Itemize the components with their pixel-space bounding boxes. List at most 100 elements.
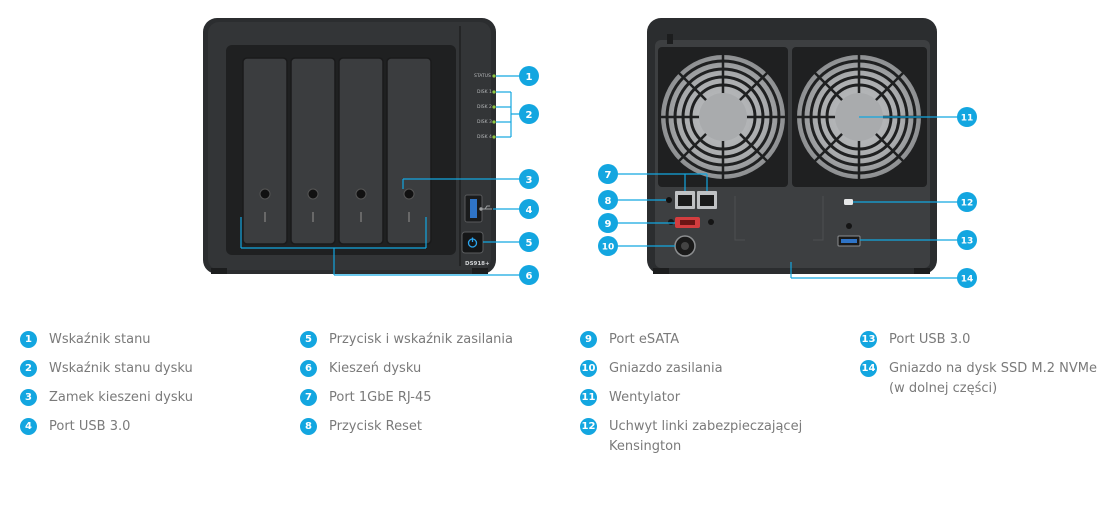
legend-text: Kieszeń dysku: [329, 361, 422, 376]
callout-9: [598, 213, 618, 233]
rear-usb-port[interactable]: [837, 235, 861, 247]
fan-left: [658, 47, 788, 187]
svg-text:3: 3: [526, 175, 533, 186]
legend-number: 1: [20, 331, 37, 348]
svg-text:10: 10: [602, 243, 615, 253]
callout-1: [519, 66, 539, 86]
callout-11: [957, 107, 977, 127]
legend-text: Port USB 3.0: [49, 419, 131, 434]
callout-7: [598, 164, 618, 184]
drive-tray[interactable]: [290, 57, 336, 245]
legend-text: Zamek kieszeni dysku: [49, 390, 193, 405]
svg-text:4: 4: [526, 205, 533, 216]
legend-item: 14 Gniazdo na dysk SSD M.2 NVMe (w dolnej…: [860, 359, 1105, 409]
lan-port-1[interactable]: [675, 191, 695, 209]
back-unit: [647, 18, 937, 274]
legend-text: Gniazdo zasilania: [609, 361, 723, 376]
reset-button[interactable]: [666, 197, 672, 203]
legend-column: 13 Port USB 3.0 14 Gniazdo na dysk SSD M.2…: [860, 330, 1105, 409]
legend-number: 3: [20, 389, 37, 406]
legend-number: 7: [300, 389, 317, 406]
legend-item: 4 Port USB 3.0: [20, 417, 270, 446]
legend-text: Przycisk i wskaźnik zasilania: [329, 332, 513, 347]
legend-text: Wskaźnik stanu dysku: [49, 361, 193, 376]
svg-text:6: 6: [526, 271, 533, 282]
power-button[interactable]: [461, 231, 484, 254]
legend-text: Port USB 3.0: [889, 332, 971, 347]
lan-port-2[interactable]: [697, 191, 717, 209]
legend-column: 5 Przycisk i wskaźnik zasilania 6 Kieszeń …: [300, 330, 550, 446]
svg-text:13: 13: [961, 237, 974, 247]
legend-item: 1 Wskaźnik stanu: [20, 330, 270, 359]
svg-text:8: 8: [605, 196, 612, 207]
led-label-disk3: DISK 3: [477, 119, 492, 125]
legend-text: Port 1GbE RJ-45: [329, 390, 432, 405]
led-label-disk2: DISK 2: [477, 104, 492, 110]
legend-number: 4: [20, 418, 37, 435]
callout-5: [519, 232, 539, 252]
tray-lock-icon[interactable]: [307, 188, 319, 200]
legend-number: 9: [580, 331, 597, 348]
callout-14: [957, 268, 977, 288]
callout-6: [519, 265, 539, 285]
front-unit: STATUS DISK 1 DISK 2 DISK 3 DISK 4: [203, 18, 496, 274]
legend-text: Port eSATA: [609, 332, 680, 347]
legend-number: 2: [20, 360, 37, 377]
status-led: [492, 74, 496, 78]
legend-number: 13: [860, 331, 877, 348]
disk4-led: [492, 135, 496, 139]
legend-number: 6: [300, 360, 317, 377]
power-socket[interactable]: [674, 235, 696, 257]
legend-item: 10 Gniazdo zasilania: [580, 359, 830, 388]
legend-item: 2 Wskaźnik stanu dysku: [20, 359, 270, 388]
back-callouts: 7 8 9 10 11 12 13 14: [598, 107, 977, 288]
svg-text:12: 12: [961, 199, 974, 209]
callout-12: [957, 192, 977, 212]
legend-number: 8: [300, 418, 317, 435]
svg-text:5: 5: [526, 238, 533, 249]
drive-tray[interactable]: [242, 57, 288, 245]
legend-item: 3 Zamek kieszeni dysku: [20, 388, 270, 417]
model-label: DS918+: [465, 261, 490, 267]
tray-lock-icon[interactable]: [403, 188, 415, 200]
legend-item: 6 Kieszeń dysku: [300, 359, 550, 388]
front-callout-lines: [240, 75, 529, 276]
kensington-slot[interactable]: [844, 199, 853, 205]
legend-item: 8 Przycisk Reset: [300, 417, 550, 446]
legend-item: 7 Port 1GbE RJ-45: [300, 388, 550, 417]
tray-lock-icon[interactable]: [355, 188, 367, 200]
callout-10: [598, 236, 618, 256]
legend-number: 10: [580, 360, 597, 377]
legend-item: 13 Port USB 3.0: [860, 330, 1105, 359]
svg-text:14: 14: [961, 275, 974, 285]
legend-item: 5 Przycisk i wskaźnik zasilania: [300, 330, 550, 359]
callout-8: [598, 190, 618, 210]
callout-4: [519, 199, 539, 219]
esata-port[interactable]: [675, 217, 700, 228]
callout-2: [519, 104, 539, 124]
disk1-led: [492, 90, 496, 94]
legend-text: Wskaźnik stanu: [49, 332, 151, 347]
front-callouts: 1 2 3 4 5 6: [519, 66, 539, 285]
svg-text:2: 2: [526, 110, 533, 121]
legend-column: 9 Port eSATA 10 Gniazdo zasilania 11 Wentyl…: [580, 330, 830, 467]
usb-icon: [479, 205, 492, 211]
svg-text:9: 9: [605, 219, 612, 230]
legend-number: 12: [580, 418, 597, 435]
svg-text:7: 7: [605, 170, 612, 181]
tray-lock-icon[interactable]: [259, 188, 271, 200]
legend-number: 11: [580, 389, 597, 406]
legend-text: Uchwyt linki zabezpieczającej Kensington: [609, 419, 803, 454]
callout-13: [957, 230, 977, 250]
drive-tray[interactable]: [338, 57, 384, 245]
disk2-led: [492, 105, 496, 109]
legend-item: 11 Wentylator: [580, 388, 830, 417]
legend-text: Przycisk Reset: [329, 419, 422, 434]
drive-tray[interactable]: [386, 57, 432, 245]
legend-text: Gniazdo na dysk SSD M.2 NVMe (w dolnej c…: [889, 361, 1097, 396]
legend-number: 14: [860, 360, 877, 377]
legend-text: Wentylator: [609, 390, 681, 405]
led-label-disk1: DISK 1: [477, 89, 492, 95]
legend-number: 5: [300, 331, 317, 348]
